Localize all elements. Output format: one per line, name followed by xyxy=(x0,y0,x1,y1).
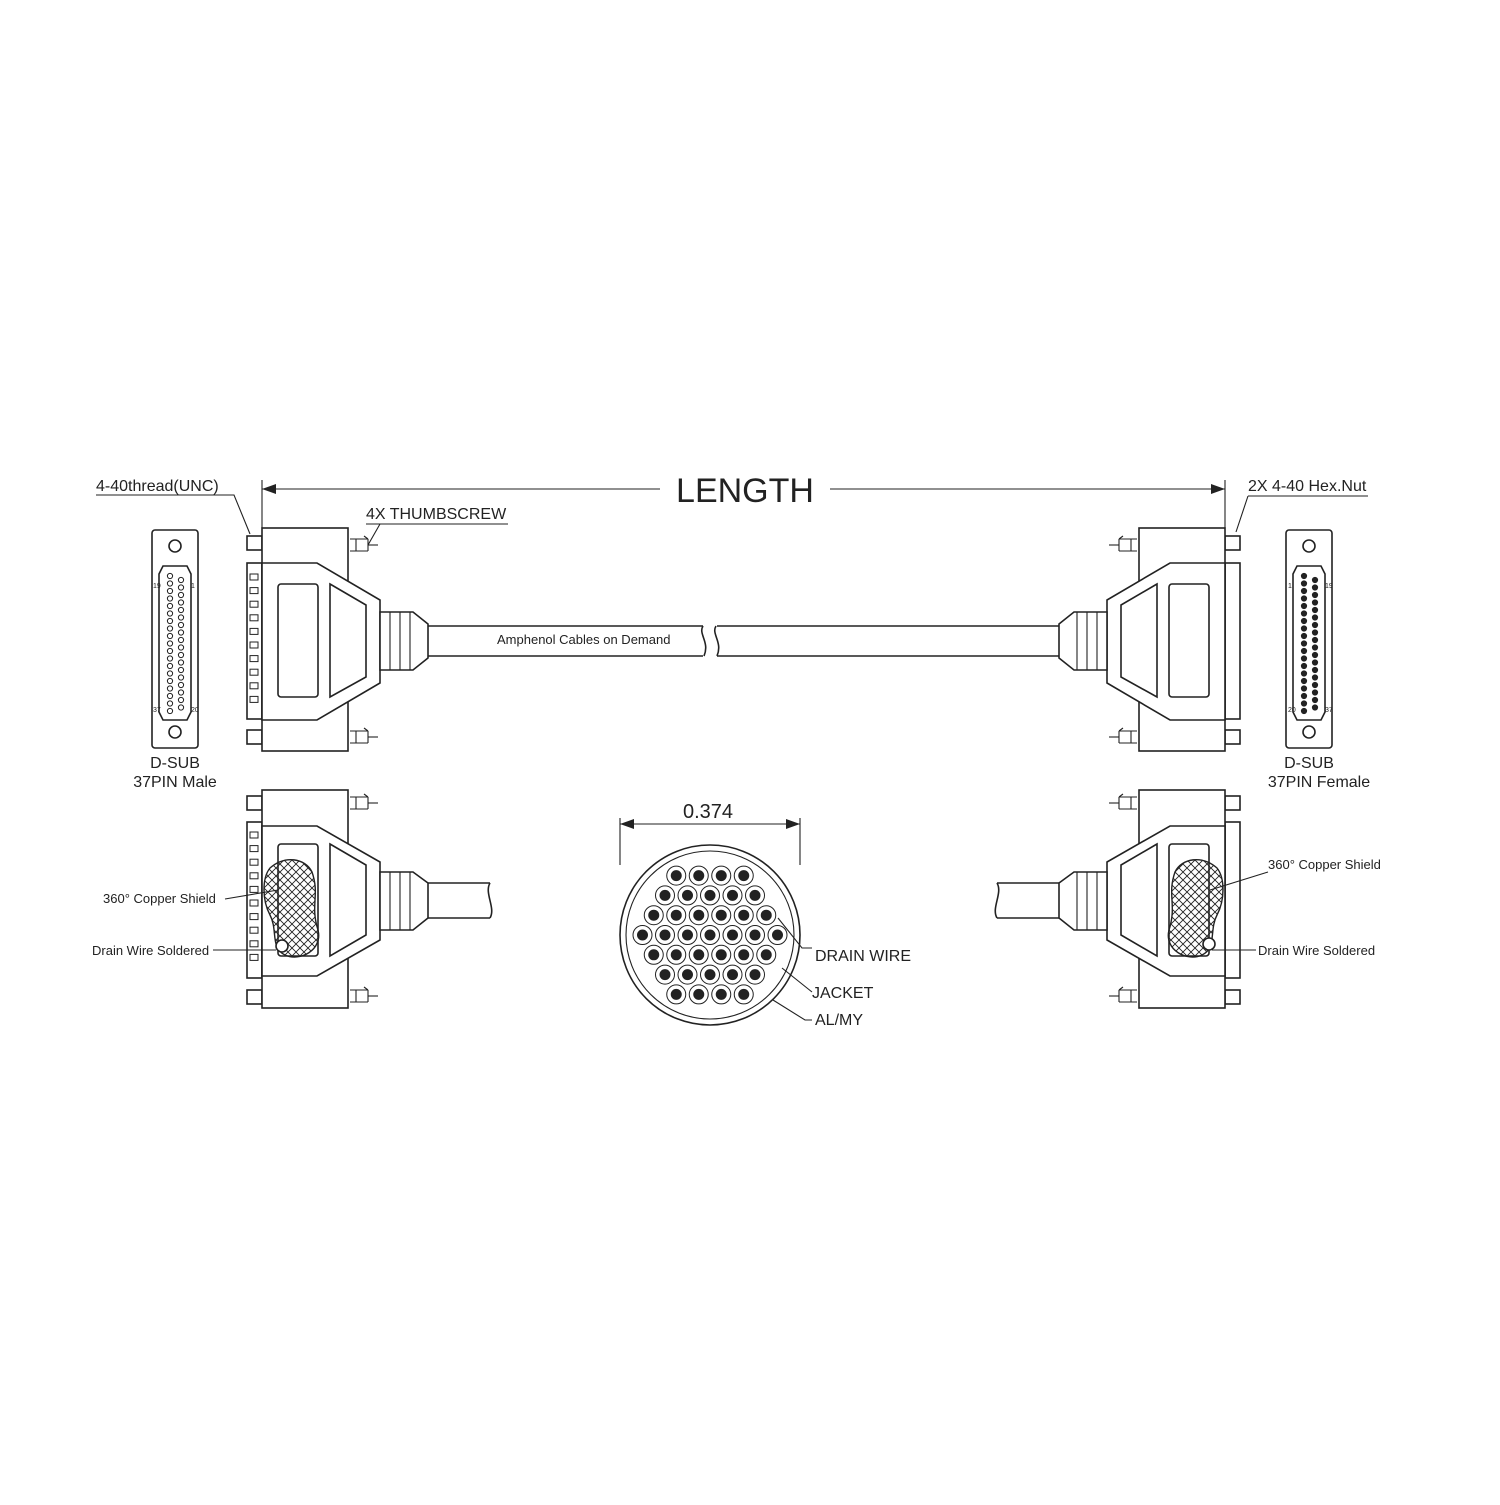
svg-text:1: 1 xyxy=(191,583,195,590)
length-label: LENGTH xyxy=(676,472,814,510)
male-desc-label: 37PIN Male xyxy=(133,774,217,791)
jacket-label: JACKET xyxy=(812,985,874,1002)
diameter-label: 0.374 xyxy=(683,801,733,823)
length-dimension: LENGTH xyxy=(261,472,1226,528)
thread-callout: 4-40thread(UNC) xyxy=(96,478,251,535)
female-connector-face: 1 19 20 37 D-SUB 37PIN Female xyxy=(1268,529,1370,791)
svg-text:20: 20 xyxy=(191,707,199,714)
cable-cross-section: 0.374 DRAIN WIRE JACKET AL/MY xyxy=(619,801,911,1029)
drain-soldered-left-label: Drain Wire Soldered xyxy=(92,943,209,958)
copper-shield-left-label: 360° Copper Shield xyxy=(103,891,216,906)
copper-shield-right-label: 360° Copper Shield xyxy=(1268,857,1381,872)
cable-print-label: Amphenol Cables on Demand xyxy=(497,632,670,647)
svg-text:37: 37 xyxy=(153,707,161,714)
almy-label: AL/MY xyxy=(815,1012,863,1029)
svg-text:19: 19 xyxy=(153,583,161,590)
drain-soldered-right-label: Drain Wire Soldered xyxy=(1258,943,1375,958)
right-shield-detail: 360° Copper Shield Drain Wire Soldered xyxy=(994,789,1381,1009)
male-type-label: D-SUB xyxy=(150,755,200,772)
female-desc-label: 37PIN Female xyxy=(1268,774,1370,791)
male-connector-face: 19 1 37 20 D-SUB 37PIN Male xyxy=(133,529,217,791)
hex-nut-label: 2X 4-40 Hex.Nut xyxy=(1248,478,1367,495)
right-connector-side xyxy=(1058,527,1241,752)
left-strain-relief xyxy=(379,611,429,671)
female-type-label: D-SUB xyxy=(1284,755,1334,772)
thumbscrew-label: 4X THUMBSCREW xyxy=(366,506,507,523)
hex-nut-callout: 2X 4-40 Hex.Nut xyxy=(1235,478,1368,533)
svg-text:1: 1 xyxy=(1288,583,1292,590)
drain-wire-label: DRAIN WIRE xyxy=(815,948,911,965)
svg-text:37: 37 xyxy=(1325,707,1333,714)
thumbscrew-callout: 4X THUMBSCREW xyxy=(366,506,508,546)
left-connector-side xyxy=(246,527,429,752)
left-shield-detail: 360° Copper Shield Drain Wire Soldered xyxy=(92,789,493,1009)
svg-text:20: 20 xyxy=(1288,707,1296,714)
thread-label: 4-40thread(UNC) xyxy=(96,478,219,495)
cable: Amphenol Cables on Demand xyxy=(428,625,1062,657)
svg-text:19: 19 xyxy=(1325,583,1333,590)
